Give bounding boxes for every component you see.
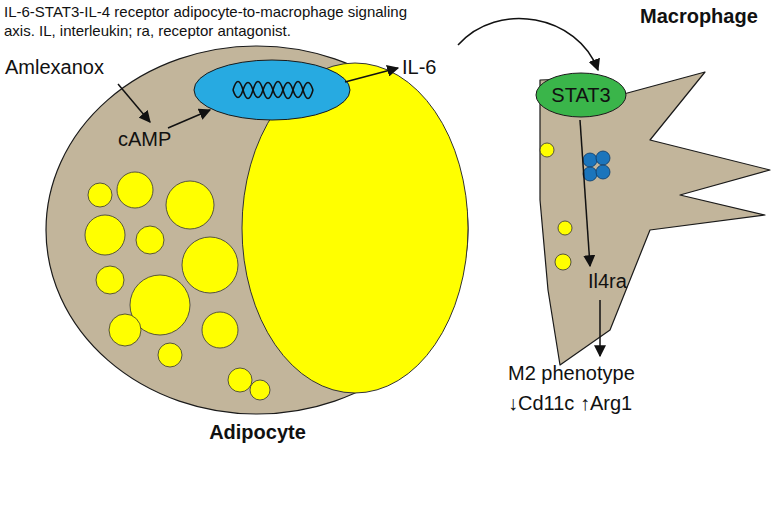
cell-heading: Macrophage [640, 4, 758, 28]
amlexanox-arrow [118, 84, 150, 122]
stat3-arrow [580, 120, 590, 266]
marker-label: ↓Cd11c ↑Arg1 [508, 392, 632, 414]
cell-heading: Adipocyte [45, 420, 470, 444]
figure-caption: IL-6-STAT3-IL-4 receptor adipocyte-to-ma… [4, 2, 424, 40]
protein-label: STAT3 [535, 83, 627, 107]
cytokine-label: IL-6 [402, 56, 436, 78]
il4ra-arrow [599, 300, 601, 356]
stat3-protein: STAT3 [535, 72, 627, 118]
cell-outline [45, 45, 470, 450]
messenger-label: cAMP [118, 128, 171, 150]
receptor-label: Il4ra [588, 270, 627, 292]
signal-arrow [458, 19, 598, 70]
drug-label: Amlexanox [5, 56, 104, 78]
macrophage-cell: MacrophageSTAT3 [530, 70, 775, 370]
phenotype-label: M2 phenotype [508, 362, 635, 384]
il6-arrow [345, 68, 398, 82]
adipocyte-cell: Adipocyte [45, 45, 470, 450]
camp-arrow [168, 110, 210, 128]
